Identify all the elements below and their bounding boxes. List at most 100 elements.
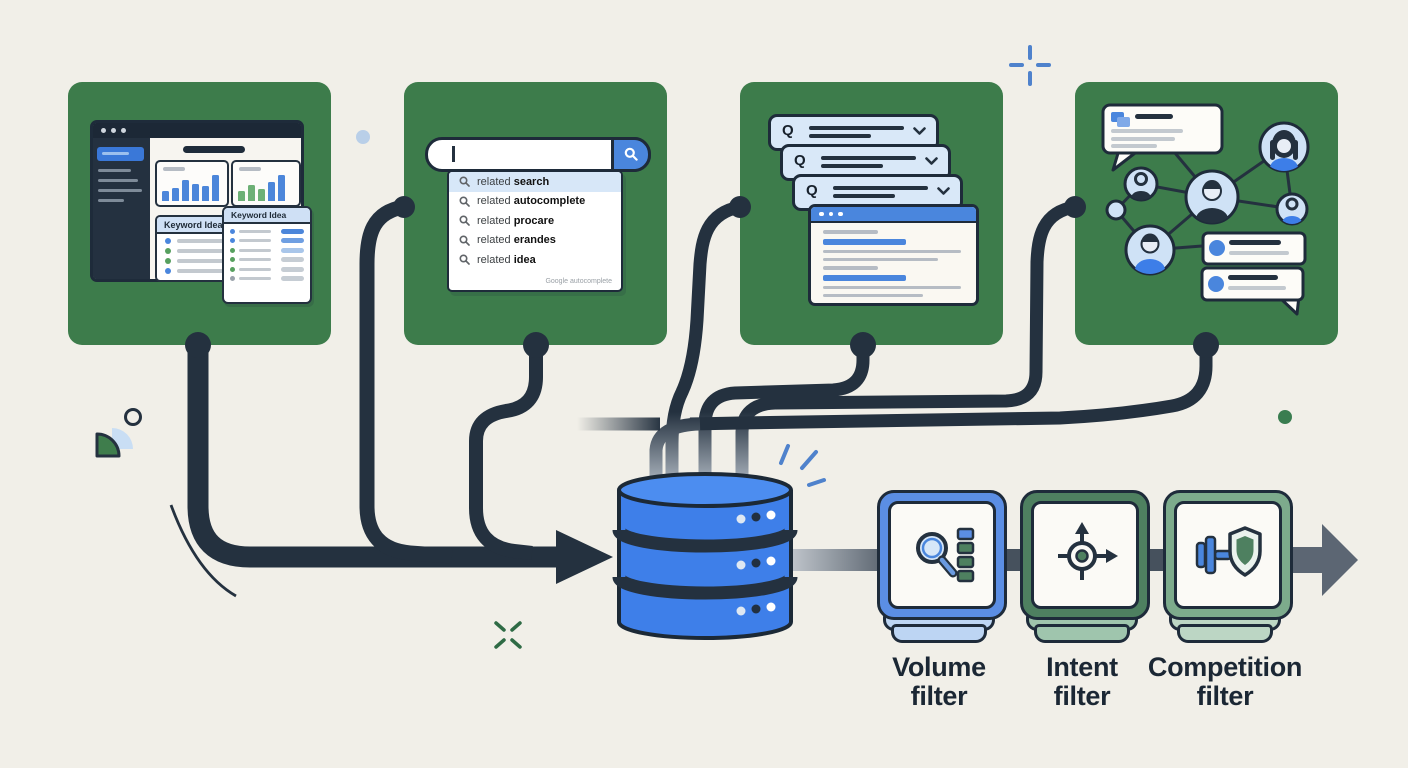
filter-base (891, 624, 987, 643)
connector-autocomplete-left (359, 199, 453, 564)
result-line (823, 286, 961, 289)
filter-base (1034, 624, 1130, 643)
keyword-overlay-title: Keyword Idea (224, 208, 310, 224)
volume-filter-box (877, 490, 1007, 620)
chart-bar (278, 175, 285, 201)
keyword-line (239, 277, 271, 280)
accent-dot-blue (356, 130, 370, 144)
keyword-row (224, 253, 310, 262)
serp-titlebar (811, 207, 976, 223)
keyword-line (239, 258, 271, 261)
chart-bar (268, 182, 275, 201)
suggestion-row: related procare (449, 211, 621, 231)
crosshair-target-icon (1058, 522, 1118, 580)
keyword-row (224, 224, 310, 234)
keyword-dot (230, 266, 235, 272)
keyword-dot (230, 276, 235, 281)
chart-bar (212, 175, 219, 201)
message-card (1200, 266, 1305, 316)
db-input-arrow-head (556, 530, 613, 584)
search-icon (624, 147, 638, 161)
chart-bar (182, 180, 189, 201)
circle-outline (124, 408, 142, 426)
network-node (1105, 199, 1127, 221)
suggestion-row: related search (449, 172, 621, 192)
keyword-metric-pill (281, 228, 304, 234)
search-icon (459, 254, 470, 266)
question-line (809, 134, 871, 138)
keyword-line (239, 239, 271, 242)
result-line (823, 275, 906, 281)
chart-bar (258, 189, 265, 201)
sparkle-plus-icon (1009, 45, 1051, 86)
connector-community-bottom-tail (649, 417, 701, 480)
intent-filter-box (1020, 490, 1150, 620)
sidebar-line (98, 179, 138, 182)
keyword-dot (230, 228, 235, 234)
filter-inner (1174, 501, 1282, 609)
keyword-line (177, 259, 229, 263)
keyword-row (224, 272, 310, 281)
keyword-row (224, 243, 310, 253)
result-line (823, 258, 938, 261)
question-line (809, 126, 904, 130)
avatar-woman (1258, 121, 1310, 173)
suggestion-row: related autocomplete (449, 192, 621, 212)
keyword-metric-pill (281, 276, 304, 281)
window-dot (121, 128, 126, 133)
sidebar-line (98, 189, 142, 192)
chart-bar (202, 186, 209, 201)
question-line (821, 156, 916, 160)
result-line (823, 266, 878, 270)
result-line (823, 230, 878, 234)
stage-keyword-dashboard: Keyword Idea Key (68, 82, 331, 345)
connector-community-bottom (689, 345, 1213, 431)
keyword-dot (230, 257, 235, 262)
serp-window (808, 204, 979, 306)
attribution-label: Google autocomplete (545, 278, 612, 285)
connector-dashboard-to-db (187, 345, 556, 568)
dashboard-sidebar (93, 138, 150, 279)
search-button (611, 137, 651, 172)
output-arrow-head (1322, 524, 1358, 596)
keyword-dot (165, 248, 171, 254)
autocomplete-dropdown: related search related autocomplete rela… (447, 170, 623, 292)
keyword-row (224, 262, 310, 272)
database-status-dots (736, 510, 776, 616)
window-dot (111, 128, 116, 133)
keyword-dot (165, 268, 171, 274)
keyword-metric-pill (281, 257, 304, 262)
chart-bar (238, 191, 245, 201)
keyword-line (239, 248, 271, 252)
keyword-dot (230, 247, 235, 253)
keyword-overlay-card: Keyword Idea (222, 206, 312, 304)
chat-icon (1111, 112, 1130, 127)
keyword-line (177, 239, 229, 243)
bar-chart (238, 175, 294, 201)
curve-accent-line (169, 504, 237, 598)
dumbbell-shield-icon (1195, 526, 1262, 577)
bar-chart-card (231, 160, 301, 207)
connector-questions-bottom (698, 345, 870, 480)
sparkle-burst-icon (779, 444, 826, 487)
chevron-down-icon (937, 187, 950, 195)
search-icon (459, 196, 470, 207)
keyword-dot (165, 238, 171, 244)
question-line (833, 194, 895, 198)
database-icon (612, 472, 798, 640)
keyword-dot (230, 238, 235, 243)
stage-community (1075, 82, 1338, 345)
search-icon (459, 215, 470, 227)
keyword-line (177, 249, 229, 253)
suggestion-row: related erandes (449, 231, 621, 251)
suggestion-row: related idea (449, 250, 621, 270)
accent-dot-green (1278, 410, 1292, 424)
bar-chart (162, 175, 222, 201)
filter-inner (888, 501, 996, 609)
result-line (823, 239, 906, 245)
